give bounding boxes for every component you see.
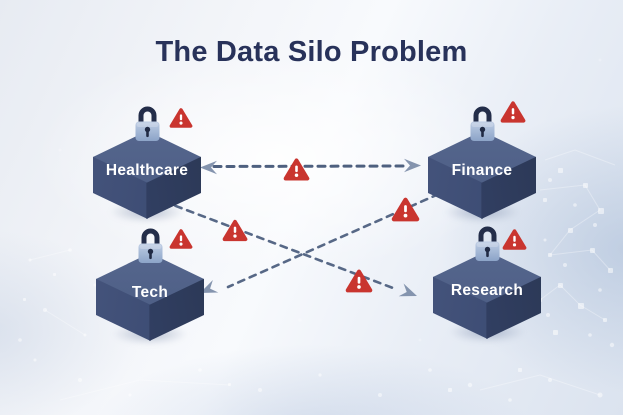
warning-icon [345,268,373,294]
silo-label: Tech [131,284,169,301]
warning-icon [391,196,420,223]
padlock-icon [133,224,167,270]
connection-finance-tech [200,187,452,293]
padlock-icon [470,222,504,268]
warning-icon [502,228,527,251]
warning-icon [283,157,310,182]
arrowhead-icon [404,158,421,173]
warning-icon [169,228,193,250]
arrowhead-icon [398,283,417,297]
arrowhead-icon [200,160,217,175]
silo-tech: Tech [96,253,204,349]
silo-label: Healthcare [105,162,189,179]
warning-icon [222,218,248,243]
silo-finance: Finance [428,131,536,227]
silo-label: Finance [451,162,513,179]
silo-healthcare: Healthcare [93,131,201,227]
page-title: The Data Silo Problem [155,36,468,68]
padlock-icon [130,102,164,148]
warning-icon [169,107,193,129]
arrowhead-icon [200,279,219,293]
warning-icon [500,100,526,124]
silo-label: Research [450,282,524,299]
connection-healthcare-finance [200,158,421,175]
silo-research: Research [433,251,541,347]
padlock-icon [465,102,499,148]
